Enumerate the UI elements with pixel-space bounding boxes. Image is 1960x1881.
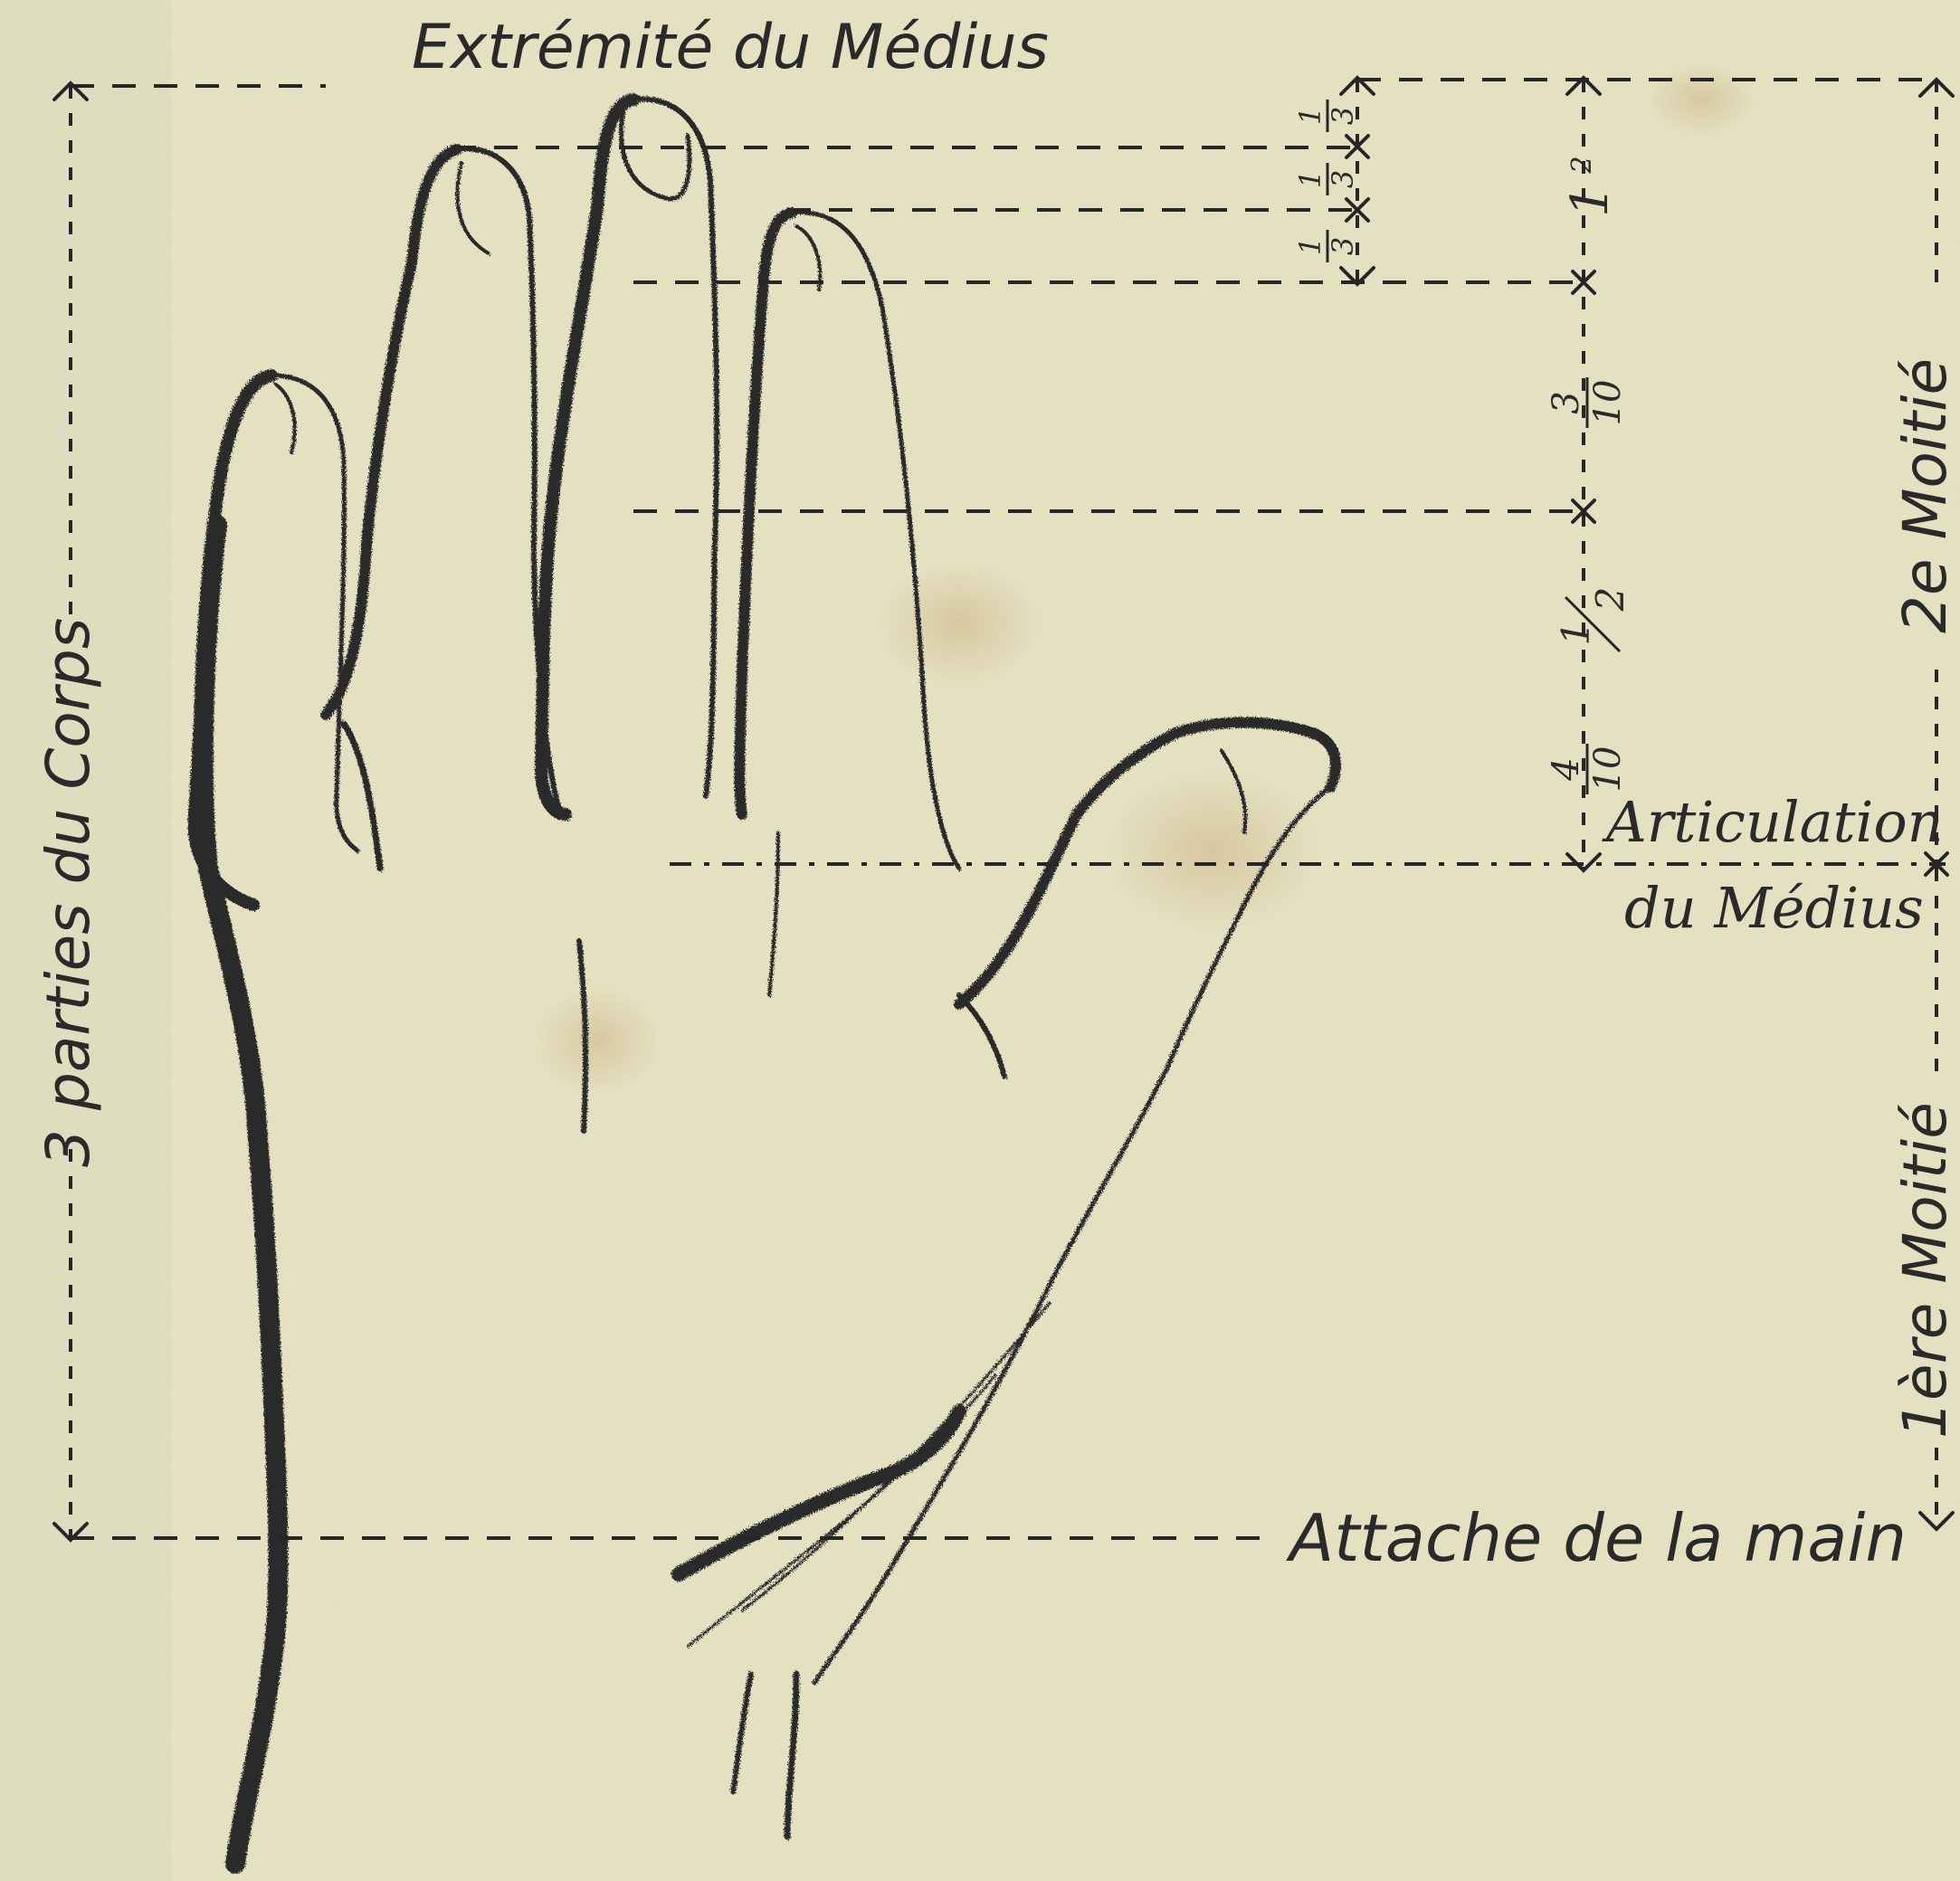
fraction-whole: 1 <box>1561 185 1620 217</box>
fraction-denominator: 10 <box>1587 380 1629 426</box>
paper-stain <box>1104 769 1321 932</box>
fraction-denominator: 10 <box>1587 746 1629 793</box>
right-lower-label: 1ère Moitié <box>1890 1102 1960 1439</box>
paper-stain <box>534 986 661 1095</box>
paper-stain <box>1647 63 1755 136</box>
bottom-label: Attache de la main <box>1286 1500 1907 1576</box>
articulation-label: Articulation <box>1602 789 1944 855</box>
fraction-numerator: 1 <box>1293 107 1327 125</box>
fraction-numerator: 4 <box>1546 757 1587 781</box>
left-vertical-label: 3 parties du Corps <box>33 618 103 1167</box>
fraction-numerator: 1 <box>1293 170 1327 188</box>
articulation-sub-label: du Médius <box>1624 875 1924 941</box>
fraction-numerator: 3 <box>1546 391 1587 413</box>
right-upper-label: 2e Moitié <box>1890 358 1960 633</box>
fraction-denominator: 3 <box>1326 170 1360 188</box>
top-label: Extrémité du Médius <box>412 12 1049 83</box>
fraction-denominator: 3 <box>1326 107 1360 125</box>
paper-stain <box>878 561 1041 688</box>
fraction-denominator: 3 <box>1326 237 1360 255</box>
fraction-numerator: 1 <box>1293 237 1327 255</box>
fraction-denominator: 2 <box>1566 156 1598 174</box>
fraction-denominator: 2 <box>1588 587 1632 613</box>
